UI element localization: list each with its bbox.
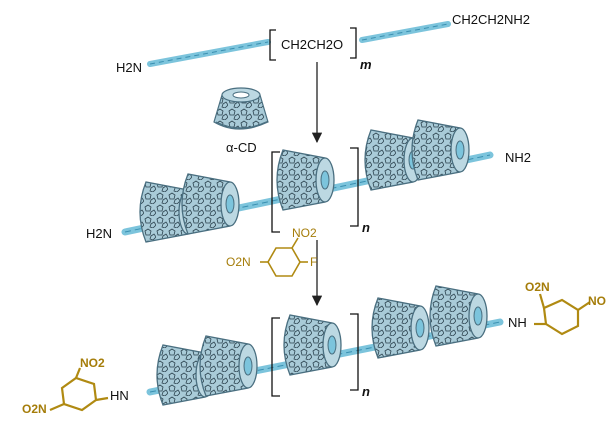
bottom-right-no-label: NO bbox=[588, 294, 606, 308]
repeat-bracket-middle bbox=[271, 147, 359, 233]
reagent-f-label: F bbox=[310, 255, 318, 269]
cyclodextrin-rings bbox=[139, 119, 488, 406]
middle-right-amine-label: NH2 bbox=[505, 150, 532, 165]
bottom-left-no2-label: NO2 bbox=[80, 356, 105, 370]
cyclodextrin-ring-icon bbox=[411, 119, 470, 181]
subscript-n-middle-label: n bbox=[362, 220, 370, 235]
subscript-m-label: m bbox=[360, 57, 372, 72]
subscript-n-bottom-label: n bbox=[362, 384, 370, 399]
bottom-left-hn-label: HN bbox=[110, 388, 129, 403]
top-left-amine-label: H2N bbox=[116, 60, 143, 75]
reagent-o2n-label: O2N bbox=[226, 255, 251, 269]
reagent-no2-label: NO2 bbox=[292, 226, 317, 240]
cyclodextrin-ring-icon bbox=[429, 285, 488, 347]
alpha-cd-label: α-CD bbox=[226, 140, 257, 155]
bottom-right-o2n-label: O2N bbox=[525, 280, 550, 294]
alpha-cd-icon bbox=[213, 87, 269, 130]
dinitrofluorobenzene-structure bbox=[260, 237, 308, 277]
peg-chain-top bbox=[147, 21, 451, 67]
dnp-stopper-right bbox=[534, 293, 591, 336]
top-right-end-label: CH2CH2NH2 bbox=[452, 12, 531, 27]
cyclodextrin-ring-icon bbox=[371, 297, 430, 359]
middle-left-amine-label: H2N bbox=[86, 226, 113, 241]
cyclodextrin-ring-icon bbox=[181, 173, 240, 235]
top-repeat-unit-label: CH2CH2O bbox=[281, 37, 344, 52]
repeat-bracket-bottom bbox=[271, 313, 359, 397]
cyclodextrin-ring-icon bbox=[276, 149, 335, 211]
cyclodextrin-ring-icon bbox=[199, 335, 258, 397]
bottom-right-nh-label: NH bbox=[508, 315, 527, 330]
cyclodextrin-ring-icon bbox=[283, 314, 342, 376]
bottom-left-o2n-label: O2N bbox=[22, 402, 47, 416]
dnp-stopper-left bbox=[49, 367, 109, 412]
repeat-bracket-top bbox=[269, 27, 357, 61]
